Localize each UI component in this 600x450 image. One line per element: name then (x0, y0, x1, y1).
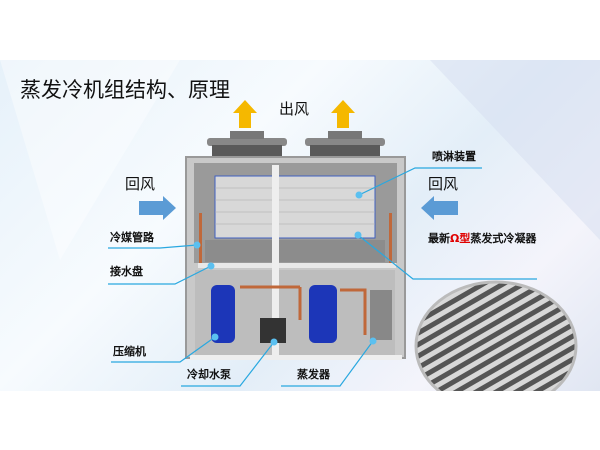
label-compressor: 压缩机 (113, 345, 146, 358)
air-return-left-label: 回风 (125, 175, 156, 193)
fan-right (305, 131, 385, 158)
evaporator-box (370, 290, 392, 340)
label-evaporator: 蒸发器 (297, 368, 330, 381)
condenser-omega: Ω型 (450, 232, 471, 245)
chiller-diagram (0, 60, 600, 391)
label-condenser: 最新Ω型蒸发式冷凝器 (428, 230, 536, 246)
air-return-right-label: 回风 (428, 175, 459, 193)
slide-background: 蒸发冷机组结构、原理 出风 回风 回风 冷媒管路 接水盘 压缩机 冷却水泵 蒸发… (0, 60, 600, 391)
label-cooling-pump: 冷却水泵 (187, 368, 231, 381)
condenser-coil (214, 175, 376, 239)
fan-left (207, 131, 287, 158)
arrow-left-icon (421, 196, 458, 220)
arrow-up-right-icon (331, 100, 355, 128)
arrow-up-left-icon (233, 100, 257, 128)
label-refrigerant-pipe: 冷媒管路 (110, 231, 154, 244)
label-water-tray: 接水盘 (110, 265, 143, 278)
compressor-left (211, 285, 235, 343)
water-tray (205, 240, 385, 262)
condenser-suffix: 蒸发式冷凝器 (470, 232, 537, 245)
condenser-tube-photo (414, 280, 578, 391)
page-title: 蒸发冷机组结构、原理 (20, 78, 230, 102)
compressor-right (309, 285, 337, 343)
air-out-label: 出风 (279, 100, 310, 118)
condenser-prefix: 最新 (428, 232, 450, 245)
arrow-right-icon (139, 196, 176, 220)
label-spray: 喷淋装置 (432, 150, 476, 163)
